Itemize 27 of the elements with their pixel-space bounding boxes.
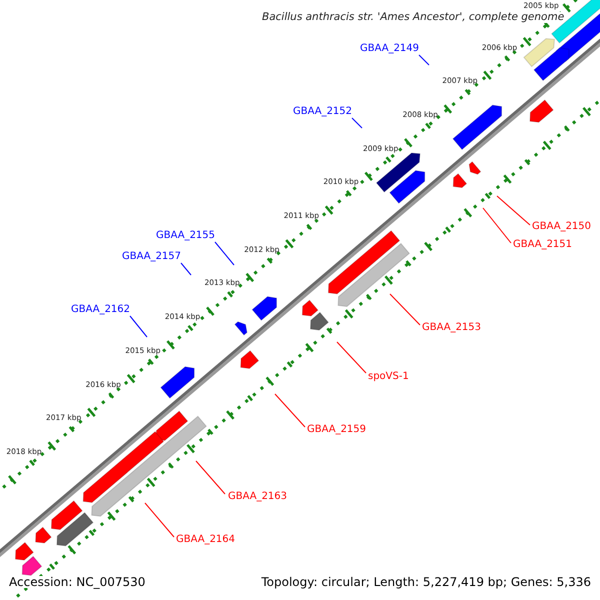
gene-label: GBAA_2150: [532, 222, 592, 232]
leader-line: [274, 394, 306, 428]
gene-label: GBAA_2163: [228, 492, 288, 502]
leader-line: [130, 316, 148, 338]
leader-line: [180, 262, 192, 276]
genome-summary: Topology: circular; Length: 5,227,419 bp; Genes: 5,336: [261, 576, 591, 588]
gene-label: GBAA_2157: [122, 252, 182, 262]
accession-text: Accession: NC_007530: [9, 576, 146, 588]
gene-label: GBAA_2159: [307, 425, 366, 435]
leader-line: [352, 118, 362, 128]
leader-line: [496, 196, 530, 226]
leader-line: [214, 242, 234, 266]
leader-line: [418, 54, 430, 66]
gene-label: GBAA_2152: [293, 107, 352, 117]
gene-label: spoVS-1: [368, 372, 409, 382]
gene-label: GBAA_2149: [360, 44, 420, 54]
leader-line: [482, 208, 512, 244]
gene-label: GBAA_2164: [176, 535, 236, 545]
gene-label: GBAA_2162: [71, 305, 130, 315]
chart-title: Bacillus anthracis str. 'Ames Ancestor', complete genome: [262, 12, 564, 22]
gene-label: GBAA_2155: [156, 231, 216, 241]
leader-line: [390, 294, 420, 326]
leader-line: [196, 460, 226, 494]
leader-line: [144, 502, 174, 538]
gene-label: GBAA_2151: [513, 240, 572, 250]
gene-label: GBAA_2153: [422, 323, 482, 333]
leader-line: [336, 342, 366, 374]
